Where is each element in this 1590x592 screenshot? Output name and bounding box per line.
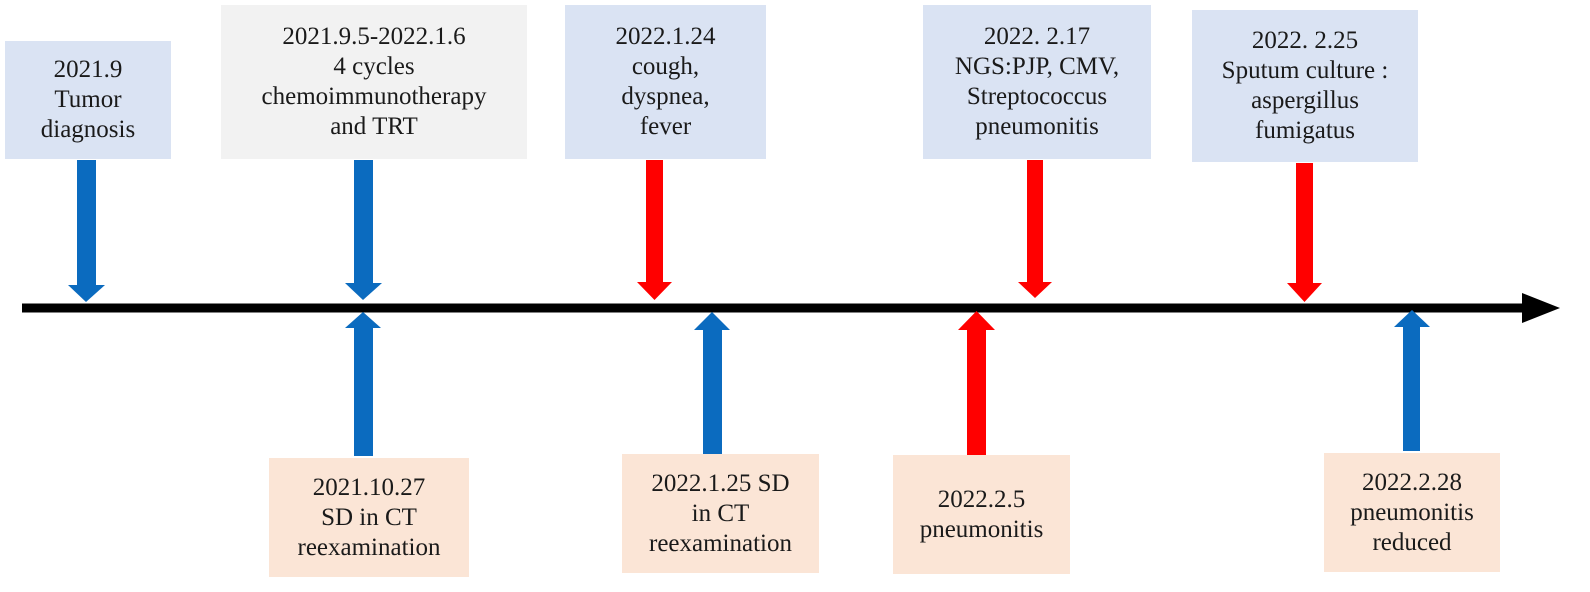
event-text: Sputum culture : <box>1221 57 1389 84</box>
event-text: aspergillus <box>1251 87 1359 114</box>
event-box-ct-2022-1-25: 2022.1.25 SD in CT reexamination <box>622 454 819 573</box>
event-text: SD in CT <box>321 503 417 531</box>
event-text: in CT <box>691 499 750 527</box>
arrow-pneumonitis-2022-2-5 <box>958 311 995 455</box>
event-box-ngs-result: 2022. 2.17 NGS:PJP, CMV, Streptococcus p… <box>923 5 1151 159</box>
arrow-ngs-result <box>1018 160 1052 298</box>
arrow-chemoimmunotherapy <box>345 160 382 300</box>
event-text: Tumor <box>54 86 122 113</box>
event-text: cough, <box>631 53 700 80</box>
event-text: diagnosis <box>40 116 136 143</box>
event-text: 4 cycles <box>333 53 415 80</box>
event-date: 2022.1.25 SD <box>651 469 790 497</box>
arrow-sputum-culture <box>1287 163 1322 302</box>
event-box-pneumonitis-2022-2-5: 2022.2.5 pneumonitis <box>893 455 1070 574</box>
event-box-ct-2021-10-27: 2021.10.27 SD in CT reexamination <box>269 458 469 577</box>
event-date: 2021.9 <box>53 56 123 83</box>
event-text: reexamination <box>649 529 792 557</box>
event-box-chemoimmunotherapy: 2021.9.5-2022.1.6 4 cycles chemoimmunoth… <box>221 5 527 159</box>
arrow-ct-2022-1-25 <box>694 312 730 454</box>
event-box-pneumonitis-reduced: 2022.2.28 pneumonitis reduced <box>1324 453 1500 572</box>
event-text: fumigatus <box>1255 117 1355 144</box>
event-text: pneumonitis <box>1350 498 1474 526</box>
event-text: NGS:PJP, CMV, <box>954 53 1120 80</box>
arrow-ct-2021-10-27 <box>345 312 381 456</box>
event-text: Streptococcus <box>966 83 1108 110</box>
event-date: 2021.10.27 <box>312 473 426 501</box>
event-text: reduced <box>1372 528 1452 556</box>
arrow-pneumonitis-reduced <box>1394 310 1430 451</box>
event-text: chemoimmunotherapy <box>261 83 487 110</box>
timeline-axis <box>22 293 1560 323</box>
event-date: 2022.2.28 <box>1362 468 1462 496</box>
event-box-sputum-culture: 2022. 2.25 Sputum culture : aspergillus … <box>1192 10 1418 162</box>
event-box-tumor-diagnosis: 2021.9 Tumor diagnosis <box>5 41 171 159</box>
event-date: 2022. 2.17 <box>983 23 1091 50</box>
event-date: 2022. 2.25 <box>1251 27 1359 54</box>
event-text: pneumonitis <box>975 113 1099 140</box>
arrow-cough-dyspnea-fever <box>637 160 672 300</box>
event-text: pneumonitis <box>919 515 1044 543</box>
arrow-tumor-diagnosis <box>68 160 105 302</box>
event-date: 2021.9.5-2022.1.6 <box>282 23 466 50</box>
event-text: dyspnea, <box>621 83 710 110</box>
timeline-axis-arrowhead <box>1522 293 1560 323</box>
event-text: reexamination <box>297 533 441 561</box>
event-date: 2022.2.5 <box>937 485 1026 513</box>
event-date: 2022.1.24 <box>615 23 716 50</box>
event-text: and TRT <box>330 113 418 140</box>
event-text: fever <box>639 113 692 140</box>
event-box-cough-dyspnea-fever: 2022.1.24 cough, dyspnea, fever <box>565 5 766 159</box>
